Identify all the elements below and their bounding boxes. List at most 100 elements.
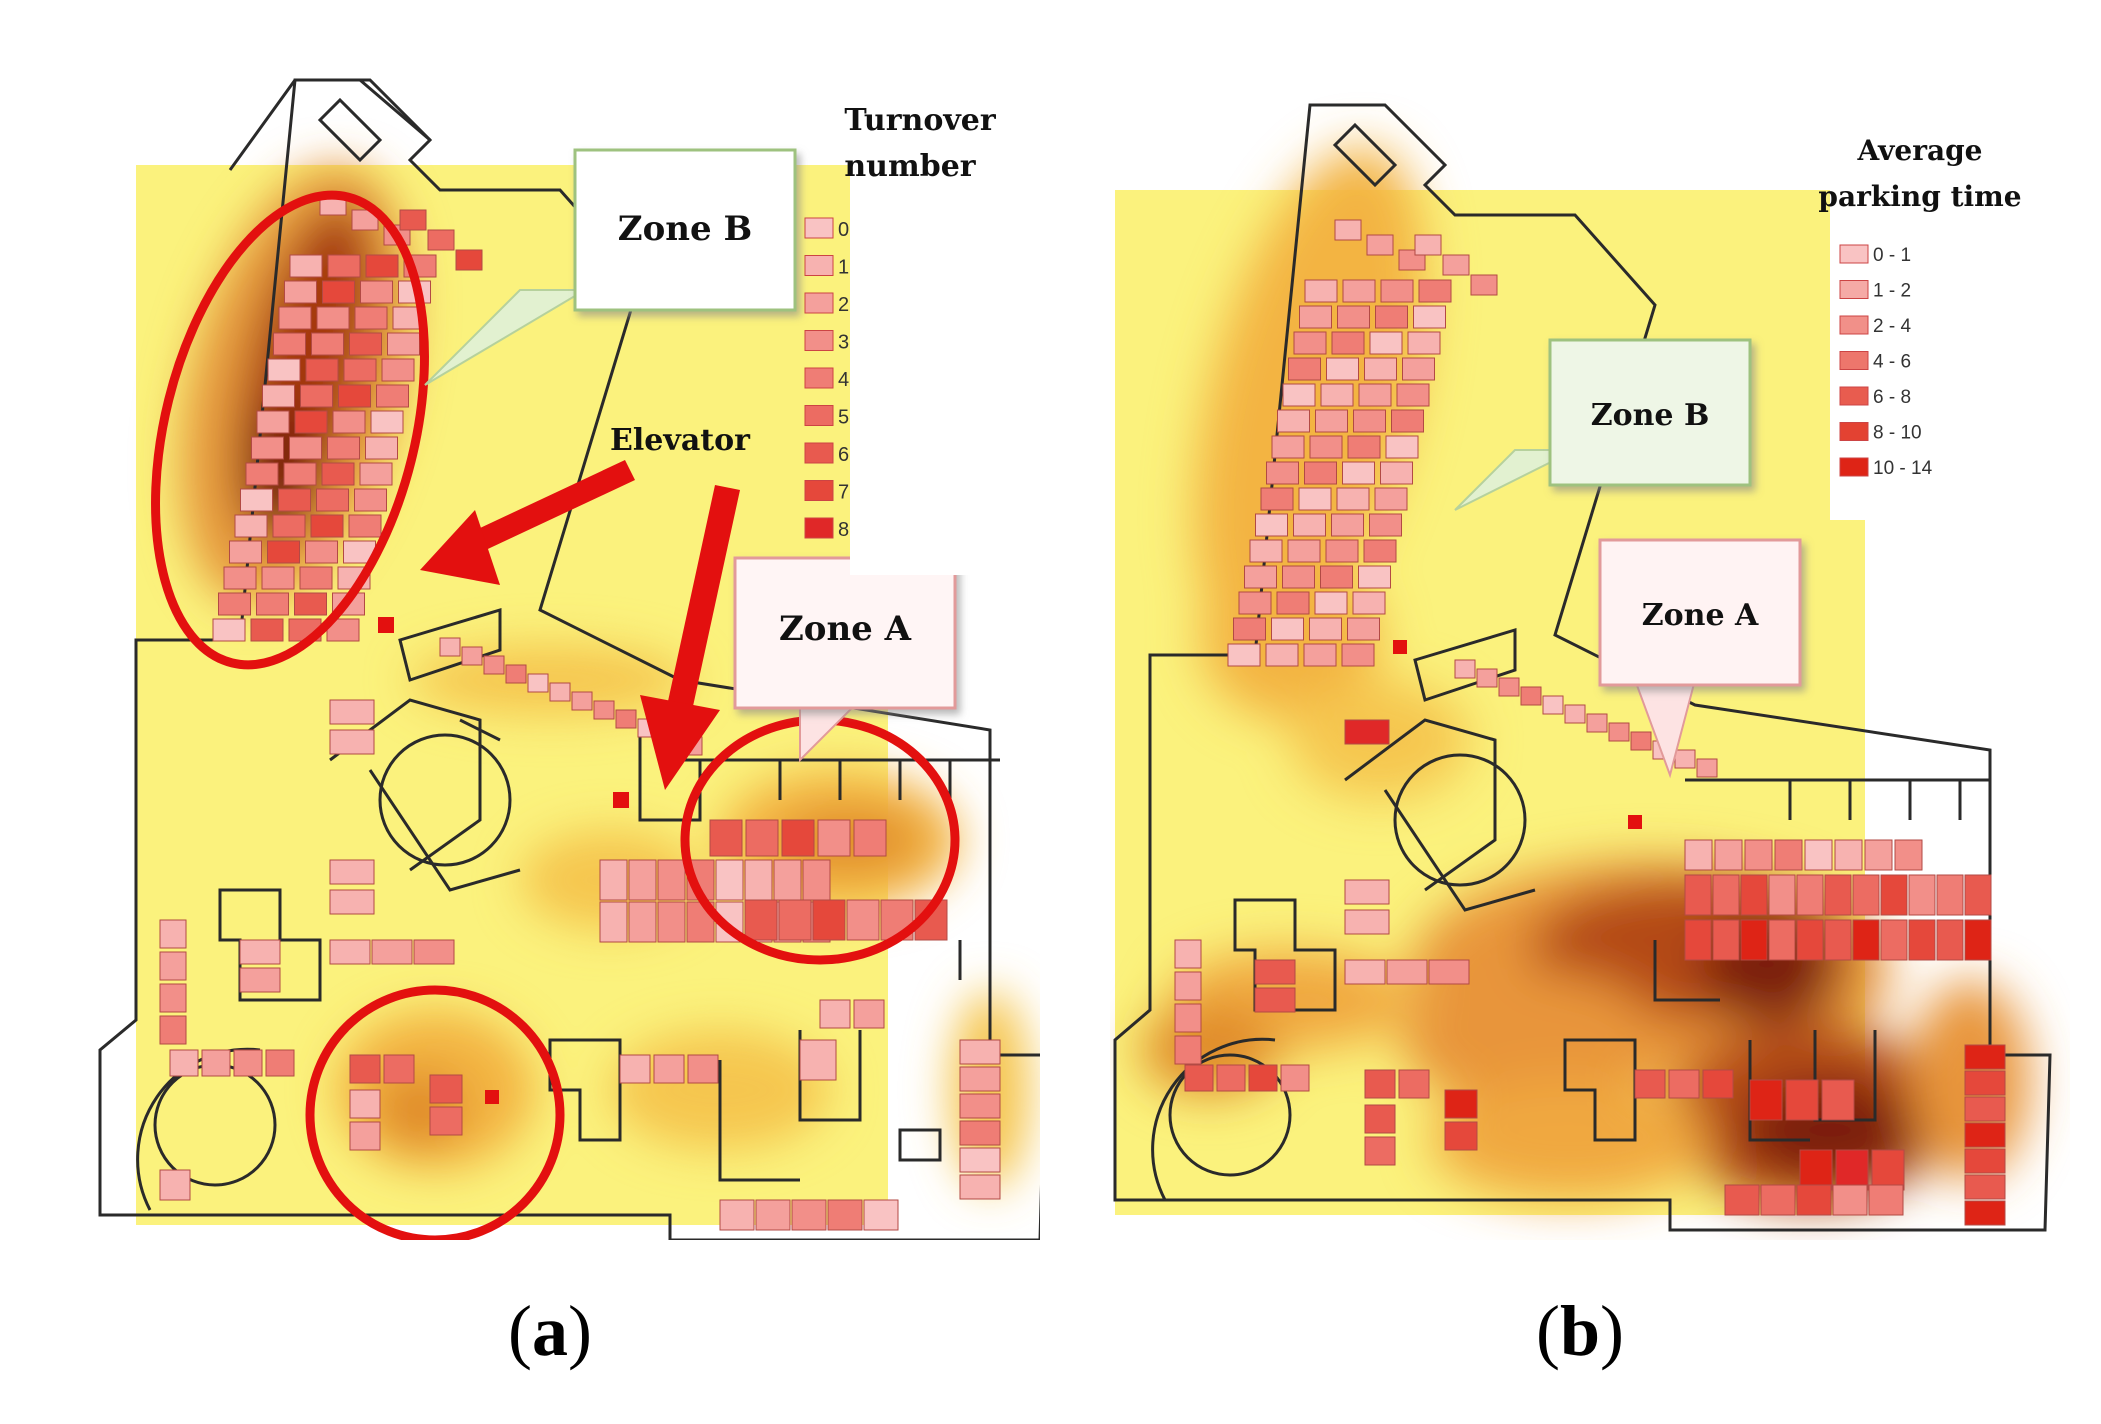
parking-stall — [1385, 435, 1419, 459]
parking-stall — [1336, 487, 1370, 511]
parking-stall — [1315, 409, 1348, 433]
parking-stall — [1364, 357, 1397, 381]
parking-stall — [1344, 959, 1386, 985]
parking-stall — [278, 306, 312, 330]
elevator-marker — [485, 1090, 499, 1104]
parking-stall — [817, 819, 851, 857]
parking-stall — [1964, 1122, 2006, 1148]
parking-stall — [1964, 1070, 2006, 1096]
parking-stall — [365, 254, 399, 278]
legend-swatch — [1839, 386, 1869, 406]
legend-label: 0 - 1 — [1873, 245, 1911, 266]
legend-label: 5 — [838, 407, 849, 429]
legend-swatch — [1839, 351, 1869, 370]
parking-stall — [1331, 331, 1365, 355]
parking-stall — [1684, 839, 1713, 871]
parking-stall — [1586, 713, 1608, 733]
legend-swatch — [804, 480, 834, 501]
parking-stall — [1396, 383, 1430, 407]
parking-stall — [250, 618, 284, 642]
parking-stall — [1414, 234, 1442, 256]
parking-stall — [853, 999, 885, 1029]
parking-stall — [1344, 719, 1390, 745]
arrow-shaft — [665, 485, 740, 720]
parking-stall — [1964, 1148, 2006, 1174]
parking-stall — [687, 1054, 719, 1084]
parking-stall — [1344, 879, 1390, 905]
zone-b-label: Zone B — [1591, 398, 1710, 433]
parking-stall — [1702, 1069, 1734, 1099]
elevator-marker — [378, 617, 394, 633]
parking-stall — [212, 618, 246, 642]
parking-stall — [1444, 1121, 1478, 1151]
parking-stall — [1835, 1149, 1869, 1191]
legend-swatch — [804, 367, 834, 389]
parking-stall — [1684, 874, 1712, 916]
parking-stall — [744, 859, 773, 901]
parking-stall — [1320, 565, 1353, 589]
legend-label: 6 - 8 — [1873, 387, 1911, 408]
parking-stall — [1749, 1079, 1783, 1121]
parking-stall — [284, 280, 317, 304]
parking-stall — [289, 254, 323, 278]
legend-label: 8 — [838, 519, 849, 541]
parking-stall — [1184, 1064, 1214, 1092]
parking-stall — [653, 1054, 685, 1084]
parking-stall — [819, 999, 851, 1029]
caption-a-letter: a — [532, 1291, 568, 1371]
parking-stall — [354, 306, 388, 330]
legend-label: 1 — [838, 257, 849, 279]
parking-stall — [1353, 409, 1386, 433]
parking-stall — [1331, 513, 1364, 537]
zone-a-callout: Zone A — [1598, 538, 1802, 779]
parking-stall — [461, 646, 483, 666]
parking-stall — [1386, 959, 1428, 985]
parking-stall — [959, 1147, 1001, 1173]
parking-stall — [299, 566, 333, 590]
parking-stall — [1668, 1069, 1700, 1099]
parking-stall — [1380, 279, 1414, 303]
elevator-marker — [613, 792, 629, 808]
parking-stall — [1174, 971, 1202, 1001]
parking-stall — [1174, 1003, 1202, 1033]
parking-stall — [439, 637, 461, 657]
legend-label: 4 — [838, 369, 849, 391]
parking-stall — [256, 410, 290, 434]
heatmap-parking-time-map: Zone B Zone A Average parking time 0 - 1… — [1113, 103, 2070, 1232]
parking-stall — [159, 983, 187, 1013]
legend-title-line2: number — [844, 149, 976, 184]
zone-b-callout: Zone B — [1454, 338, 1752, 511]
parking-stall — [305, 358, 339, 382]
parking-stall — [1276, 591, 1310, 615]
parking-stall — [1714, 839, 1743, 871]
parking-stall — [322, 280, 355, 304]
parking-stall — [863, 1199, 899, 1231]
parking-stall — [289, 436, 322, 460]
parking-stall — [233, 1049, 263, 1077]
parking-stall — [1352, 591, 1386, 615]
parking-stall — [628, 859, 657, 901]
parking-stall — [1564, 704, 1586, 724]
parking-stall — [802, 859, 831, 901]
parking-stall — [1824, 919, 1852, 961]
legend-swatch — [804, 405, 834, 426]
legend-title-line1: Average — [1857, 134, 1983, 167]
parking-stall — [1964, 1044, 2006, 1070]
parking-stall — [1785, 1079, 1819, 1121]
parking-stall — [1542, 695, 1564, 715]
parking-stall — [773, 859, 802, 901]
legend-swatch — [1839, 244, 1869, 264]
parking-stall — [1398, 1069, 1430, 1099]
parking-stall — [1364, 1104, 1396, 1134]
parking-stall — [159, 1169, 191, 1201]
parking-stall — [846, 899, 880, 941]
parking-stall — [1964, 1096, 2006, 1122]
parking-stall — [599, 901, 628, 943]
parking-stall — [1265, 643, 1299, 667]
parking-stall — [229, 540, 262, 564]
parking-stall — [755, 1199, 791, 1231]
parking-stall — [1375, 305, 1408, 329]
parking-stall — [1768, 919, 1796, 961]
parking-stall — [1326, 357, 1359, 381]
parking-stall — [1280, 1064, 1310, 1092]
